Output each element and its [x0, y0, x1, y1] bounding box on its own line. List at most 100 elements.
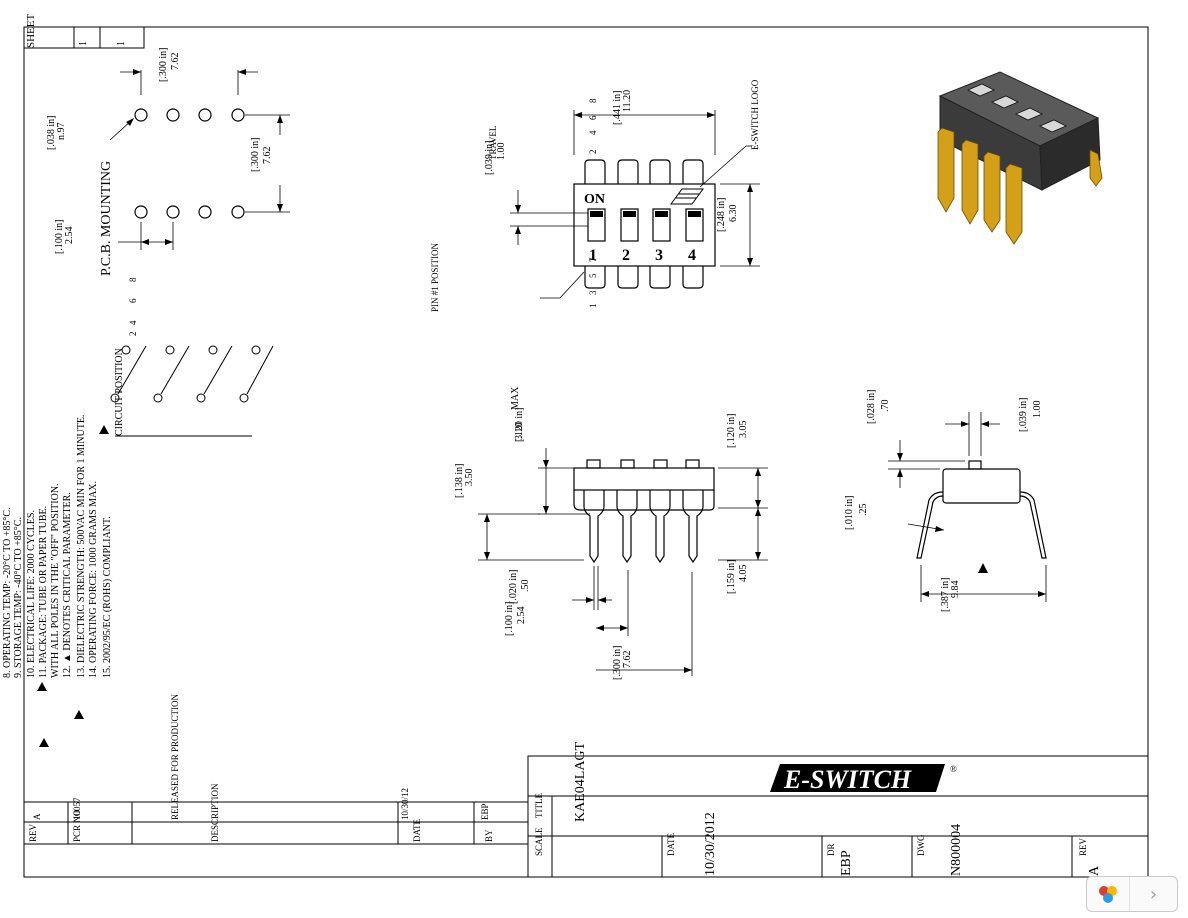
pcb-pin-top-2: 2: [128, 332, 138, 337]
front-lead-dim-in: [.159 in]: [726, 560, 737, 594]
pcb-pin-top-6: 6: [128, 298, 138, 303]
date-value: 10/30/2012: [703, 812, 718, 876]
front-max-dim-in: [.120 in]: [514, 408, 525, 442]
by-header: BY: [484, 829, 494, 842]
pcb-pin-top-4: 4: [128, 320, 138, 325]
switch-number-2: 2: [622, 247, 630, 264]
eswitch-company-logo: E-SWITCH ®: [770, 764, 957, 794]
front-pitch-dim: 2.54: [516, 607, 527, 625]
rev-row-by: EBP: [480, 803, 490, 820]
pcr-header: PCR NO: [72, 809, 82, 842]
title-label: TITLE: [534, 793, 544, 818]
pcb-hole-dim: n.97: [56, 123, 67, 141]
note-9: 9. STORAGE TEMP: -40°C TO +85°C.: [13, 517, 24, 678]
front-pw-dim-in: [.020 in]: [508, 570, 519, 604]
front-pitch-dim-in: [.100 in]: [504, 602, 515, 636]
side-b-dim: 1.00: [1032, 401, 1043, 419]
travel-label: TRAVEL: [488, 126, 498, 160]
pcb-mounting-view: n.97 [.038 in] 7.62 [.300 in] 7.62 [.300…: [46, 48, 290, 336]
pcb-pitch-dim: 2.54: [64, 227, 75, 245]
note-10: 10. ELECTRICAL LIFE: 2000 CYCLES.: [26, 510, 37, 678]
next-page-icon[interactable]: ›: [1129, 877, 1177, 911]
critical-marker: [99, 425, 109, 434]
note-12: 12. ▲ DENOTES CRITICAL PARAMETER.: [62, 492, 73, 678]
side-a-dim-in: [.028 in]: [866, 390, 877, 424]
switch-3d-render: [937, 71, 1103, 245]
front-h2-dim-in: [.120 in]: [726, 414, 737, 448]
note-11-cont: WITH ALL POLES IN THE "OFF" POSITION.: [50, 483, 61, 678]
sheet-number: 1: [78, 41, 89, 46]
scale-label: SCALE: [534, 827, 544, 856]
switch-number-4: 4: [688, 247, 696, 264]
front-h1-dim-in: [.138 in]: [454, 464, 465, 498]
pcb-pin-top-8: 8: [128, 277, 138, 282]
pcb-mounting-title: P.C.B. MOUNTING: [99, 161, 114, 276]
switch-top-view: ON 1 2 3 4 TRAVEL 1.00 [.039 in] E-SWITC…: [430, 79, 760, 312]
switch-front-view: 3.10 [.120 in] MAX 3.50 [.138 in] 3.05 […: [454, 386, 768, 680]
rev-row-desc: RELEASED FOR PRODUCTION: [170, 693, 180, 820]
rev-label: REV: [1078, 837, 1088, 856]
note-8: 8. OPERATING TEMP: -20°C TO +85°C.: [2, 507, 13, 678]
sheet-of: 1: [116, 41, 127, 46]
switch-on-label: ON: [584, 192, 605, 207]
revision-table: [23, 801, 529, 845]
dwg-label: DWG: [916, 834, 926, 856]
top-pin-label-4: 4: [588, 130, 598, 135]
circuit-diagram: [110, 345, 274, 437]
pcb-pitch-top-dim-in: [.300 in]: [158, 48, 169, 82]
circuit-title: CIRCUIT POSITION: [114, 348, 125, 436]
switch-number-3: 3: [655, 247, 663, 264]
switch-number-1: 1: [589, 247, 597, 264]
bottom-pin-label-3: 3: [588, 290, 598, 295]
side-d-dim: 9.84: [950, 581, 961, 599]
height-dim: 6.30: [728, 205, 739, 223]
rev-value: A: [1087, 865, 1102, 876]
svg-text:®: ®: [950, 764, 957, 774]
viewer-logo-icon: [1087, 877, 1129, 911]
rev-row-pcr: 10057: [72, 797, 82, 820]
bottom-pin-label-1: 1: [588, 304, 598, 309]
viewer-nav-badge: ›: [1086, 876, 1178, 912]
company-name: E-SWITCH: [783, 765, 912, 794]
side-c-dim: .25: [858, 504, 869, 517]
side-d-dim-in: [.387 in]: [940, 578, 951, 612]
note-13: 13. DIELECTRIC STRENGTH: 500VAC MIN FOR …: [76, 415, 87, 678]
top-pin-label-2: 2: [588, 150, 598, 155]
front-row-dim-in: [.300 in]: [612, 646, 623, 680]
switch-side-view: .70 [.028 in] 1.00 [.039 in] .25 [.010 i…: [844, 390, 1047, 612]
pin1-position-label: PIN #1 POSITION: [430, 242, 440, 312]
height-dim-in: [.248 in]: [716, 198, 727, 232]
sheet-label: SHEET: [25, 14, 37, 49]
title-value: KAE04LAGT: [573, 741, 588, 822]
side-b-dim-in: [.039 in]: [1018, 398, 1029, 432]
note-14: 14. OPERATING FORCE: 1000 GRAMS MAX.: [88, 481, 99, 678]
front-max-label: MAX: [510, 386, 521, 410]
rev-row-rev: A: [32, 813, 42, 820]
front-pw-dim: .50: [520, 580, 531, 593]
bottom-pin-label-7: 7: [588, 257, 598, 262]
side-a-dim: .70: [880, 400, 891, 413]
rev-header: REV: [28, 823, 38, 842]
pcb-hole-dim-in: [.038 in]: [46, 116, 57, 150]
pcb-row-dim: 7.62: [262, 147, 273, 165]
front-row-dim: 7.62: [622, 651, 633, 669]
dwg-value: N800004: [949, 824, 964, 876]
description-header: DESCRIPTION: [210, 783, 220, 842]
top-pin-label-8: 8: [588, 98, 598, 103]
rev-row-date: 10/30/12: [400, 788, 410, 820]
title-block: [527, 755, 1149, 878]
dr-label: DR: [826, 843, 836, 856]
front-h1-dim: 3.50: [464, 469, 475, 487]
front-max-dim: 3.10: [514, 423, 525, 441]
pcb-holes: [134, 108, 245, 219]
front-lead-dim: 4.05: [738, 565, 749, 583]
date-header: DATE: [412, 819, 422, 842]
sheet-box: SHEET 1 1: [23, 14, 145, 49]
width-dim: 11.20: [622, 90, 633, 112]
front-h2-dim: 3.05: [738, 421, 749, 439]
bottom-pin-label-5: 5: [588, 273, 598, 278]
notes-block: 8. OPERATING TEMP: -20°C TO +85°C. 9. ST…: [2, 415, 113, 747]
width-dim-in: [.441 in]: [612, 91, 623, 125]
top-pin-label-6: 6: [588, 115, 598, 120]
